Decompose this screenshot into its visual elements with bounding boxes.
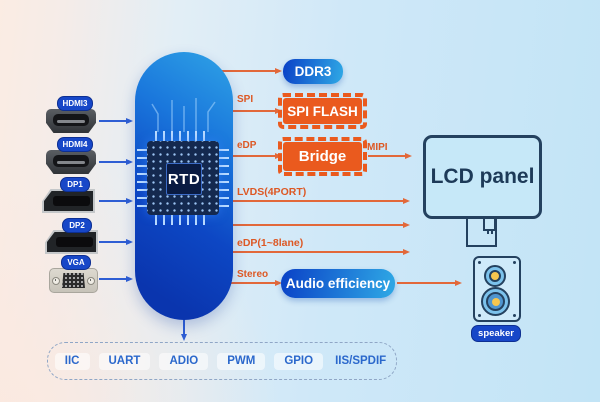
vga-screw-icon	[52, 276, 60, 285]
hdmi-connector-icon	[46, 109, 96, 133]
dp2-arrow	[99, 241, 126, 243]
hdmi-connector-icon	[46, 150, 96, 174]
mipi-arrow	[368, 155, 405, 157]
spi-flash-block: SPI FLASH	[278, 93, 367, 129]
speaker-tweeter-icon	[484, 265, 506, 287]
speaker-screw-icon	[478, 261, 481, 264]
bus-item-pwm: PWM	[217, 352, 266, 370]
bus-item-iis-spdif: IIS/SPDIF	[335, 355, 387, 367]
ddr3-arrow	[205, 70, 275, 72]
speaker-icon	[473, 256, 521, 322]
chip-name: RTD	[167, 170, 201, 188]
chip-pins-bottom-icon	[155, 215, 211, 225]
stereo-arrow	[205, 282, 275, 284]
peripheral-bus-arrow	[183, 318, 185, 334]
bus-item-gpio: GPIO	[274, 352, 324, 370]
dp-slot-icon	[52, 196, 91, 207]
dp2-label: DP2	[62, 218, 92, 233]
lvds-bus-label: LVDS(4PORT)	[237, 186, 307, 198]
lcd-panel-icon: LCD panel	[423, 135, 542, 219]
spi-bus-label: SPI	[237, 94, 254, 105]
bridge-block: Bridge	[278, 137, 367, 176]
vga-connector-icon	[49, 268, 98, 293]
chip-core: RTD	[166, 163, 202, 195]
edp-lane-bus-label: eDP(1~8lane)	[237, 237, 304, 249]
vga-label: VGA	[61, 255, 91, 270]
speaker-screw-icon	[478, 314, 481, 317]
ddr3-block: DDR3	[283, 59, 343, 84]
lcd-panel-label: LCD panel	[430, 165, 535, 188]
edp-arrow	[205, 155, 275, 157]
edp-lane-arrow	[205, 251, 403, 253]
bus-item-uart: UART	[98, 352, 151, 370]
hdmi3-arrow	[99, 120, 126, 122]
vga-screw-icon	[87, 276, 95, 285]
hdmi4-label: HDMI4	[57, 137, 93, 152]
circuit-traces-icon	[151, 98, 216, 132]
edp-bus-label: eDP	[237, 140, 257, 151]
hdmi-slot-icon	[53, 114, 89, 126]
vga-pins-icon	[62, 273, 85, 288]
bus-item-adio: ADIO	[159, 352, 209, 370]
spi-arrow	[205, 110, 275, 112]
woofer-ring-icon	[486, 292, 505, 311]
speaker-woofer-icon	[481, 287, 510, 316]
video-out-arrow	[205, 224, 403, 226]
vga-arrow	[99, 278, 126, 280]
bus-item-iic: IIC	[54, 352, 90, 370]
hdmi4-arrow	[99, 161, 126, 163]
dp1-label: DP1	[60, 177, 90, 192]
stereo-bus-label: Stereo	[237, 269, 269, 280]
hdmi-slot-icon	[53, 155, 89, 167]
speaker-screw-icon	[513, 261, 516, 264]
speaker-screw-icon	[513, 314, 516, 317]
woofer-cone-icon	[491, 297, 500, 306]
rtd-chip-icon: RTD	[147, 141, 219, 215]
chip-pins-right-icon	[219, 149, 229, 207]
audio-block: Audio efficiency	[281, 269, 395, 298]
lvds-arrow	[205, 200, 403, 202]
displayport-connector-icon	[45, 230, 98, 254]
lcd-stand-icon	[466, 214, 497, 247]
chip-pins-top-icon	[155, 131, 211, 141]
speaker-label: speaker	[471, 325, 521, 342]
audio-to-speaker-arrow	[397, 282, 455, 284]
peripheral-bus-box: IIC UART ADIO PWM GPIO IIS/SPDIF	[47, 342, 397, 380]
hdmi3-label: HDMI3	[57, 96, 93, 111]
dp-slot-icon	[55, 237, 94, 248]
tweeter-cone-icon	[489, 270, 501, 282]
dp1-arrow	[99, 200, 126, 202]
mipi-bus-label: MIPI	[367, 142, 388, 153]
displayport-connector-icon	[42, 189, 95, 213]
chip-pins-left-icon	[137, 149, 147, 207]
